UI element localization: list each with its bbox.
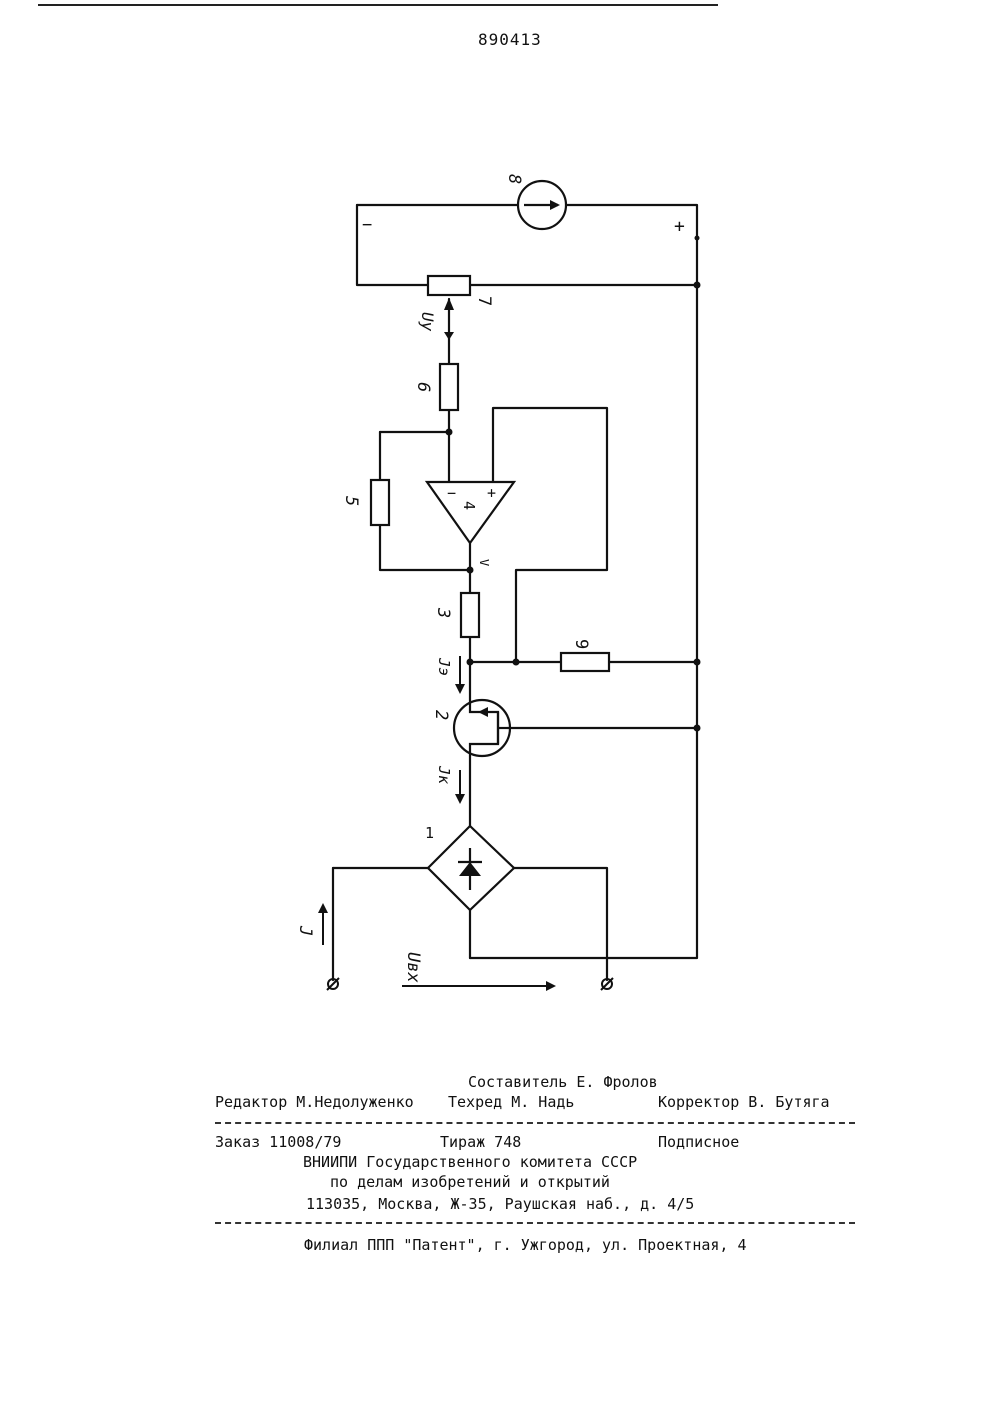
imprint-compiler: Составитель Е. Фролов [468,1073,658,1091]
imprint-org1: ВНИИПИ Государственного комитета СССР [303,1153,637,1171]
transistor-2 [454,700,510,757]
imprint-techred: Техред М. Надь [448,1093,574,1111]
label-jk: Jк [435,765,453,785]
label-5: 5 [341,496,361,506]
label-v: V [477,559,491,566]
label-2: 2 [431,710,451,720]
dashed-rule-2 [215,1222,855,1224]
label-7: 7 [474,296,494,306]
imprint-subscription: Подписное [658,1133,739,1151]
resistor-3 [461,593,479,637]
label-j: J [295,925,315,936]
imprint-branch: Филиал ППП "Патент", г. Ужгород, ул. Про… [304,1236,747,1254]
label-op-plus: + [487,484,496,502]
potentiometer-7 [428,276,470,295]
imprint-order: Заказ 11008/79 [215,1133,341,1151]
label-uy: Uу [418,312,437,332]
label-6: 6 [413,382,433,392]
label-3: 3 [433,607,453,618]
imprint-editor: Редактор М.Недолуженко [215,1093,414,1111]
opamp-4 [427,482,514,543]
imprint-org2: по делам изобретений и открытий [330,1173,610,1191]
label-uvx: Uвх [403,952,423,983]
imprint-address: 113035, Москва, Ж-35, Раушская наб., д. … [306,1195,694,1213]
label-1: 1 [425,824,434,842]
circuit-diagram: 8 − + 7 Uу 6 5 − + 4 V 3 9 Jэ 2 Jк 1 J U… [0,0,1000,1050]
label-je: Jэ [435,657,453,676]
imprint-corrector: Корректор В. Бутяга [658,1093,830,1111]
resistor-6 [440,364,458,410]
label-4: 4 [460,501,478,510]
label-9: 9 [571,639,591,649]
resistor-9 [561,653,609,671]
label-minus-top: − [362,215,372,235]
label-plus-top: + [674,216,685,237]
label-op-minus: − [447,484,456,502]
resistor-5 [371,480,389,525]
imprint-circulation: Тираж 748 [440,1133,521,1151]
dashed-rule-1 [215,1122,855,1124]
label-8: 8 [504,174,524,184]
